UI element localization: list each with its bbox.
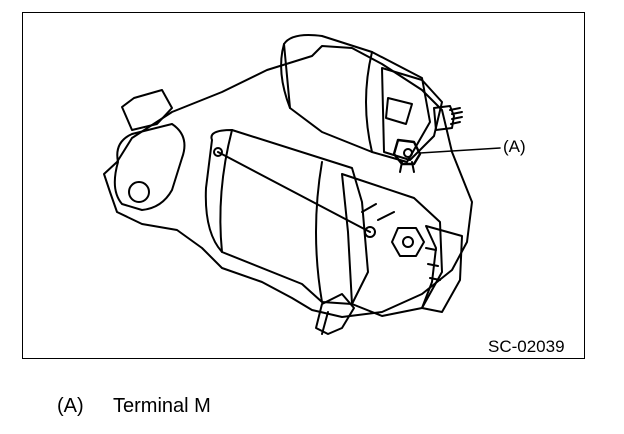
starter-motor-illustration [103, 34, 501, 335]
bracket [421, 225, 463, 313]
through-bolt [217, 151, 371, 233]
motor-terminal-icon [391, 227, 425, 257]
legend-item: (A) Terminal M [57, 395, 211, 418]
housing [103, 45, 473, 318]
figure-frame [22, 12, 585, 359]
legend-text: Terminal M [113, 395, 211, 417]
terminal-m-icon [392, 138, 422, 173]
shaft [315, 293, 355, 335]
mounting-flange [113, 123, 186, 211]
solenoid-cap [381, 67, 443, 161]
callout-leader [419, 147, 501, 154]
nose [121, 89, 173, 131]
legend-key: (A) [57, 395, 84, 417]
callout-label-a: (A) [503, 137, 526, 156]
solenoid-body [283, 34, 431, 163]
motor-body [204, 129, 369, 305]
figure-code: SC-02039 [488, 337, 565, 356]
battery-stud [433, 105, 455, 131]
mounting-hole [128, 181, 150, 203]
